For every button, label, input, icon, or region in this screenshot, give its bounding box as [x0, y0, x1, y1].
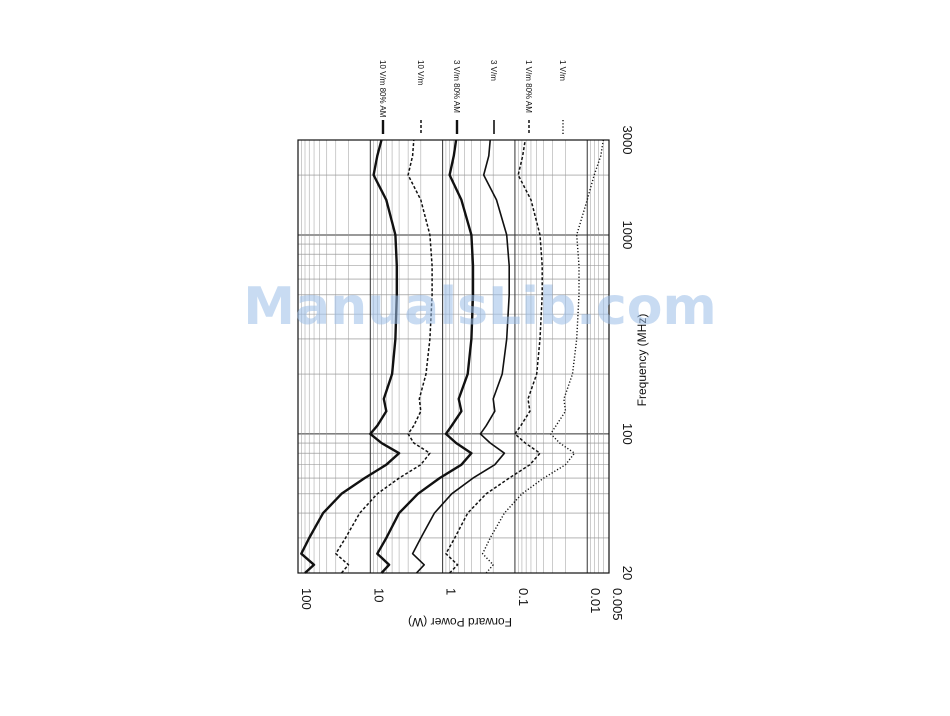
legend-label-6: 1 V/m: [558, 60, 567, 81]
x-tick-label: 100: [620, 423, 635, 445]
series-line-6: [483, 140, 604, 573]
y-tick-label: 10: [371, 588, 386, 602]
series-line-1: [301, 140, 399, 573]
watermark: ManualsLib.com: [243, 277, 716, 337]
y-tick-label: 0.005: [610, 588, 625, 621]
legend-label-1: 10 V/m 80% AM: [378, 60, 387, 118]
y-axis-title: Forward Power (W): [408, 615, 512, 629]
y-tick-label: 0.1: [516, 588, 531, 606]
legend-label-4: 3 V/m: [489, 60, 498, 81]
plot-frame: [298, 140, 609, 573]
x-tick-label: 3000: [620, 126, 635, 155]
legend-label-5: 1 V/m 80% AM: [524, 60, 533, 113]
legend-layer: 10 V/m 80% AM 10 V/m 3 V/m 80% AM 3 V/m 1 V/…: [378, 60, 567, 134]
x-tick-label: 20: [620, 566, 635, 580]
y-tick-label: 100: [299, 588, 314, 610]
series-line-5: [446, 140, 542, 573]
series-line-2: [336, 140, 432, 573]
y-tick-label: 0.01: [588, 588, 603, 613]
series-layer: [301, 140, 603, 573]
x-tick-label: 1000: [620, 220, 635, 249]
legend-label-2: 10 V/m: [416, 60, 425, 86]
grid-layer: [298, 140, 609, 573]
series-line-4: [413, 140, 510, 573]
y-tick-label: 1: [444, 588, 459, 595]
legend-label-3: 3 V/m 80% AM: [452, 60, 461, 113]
